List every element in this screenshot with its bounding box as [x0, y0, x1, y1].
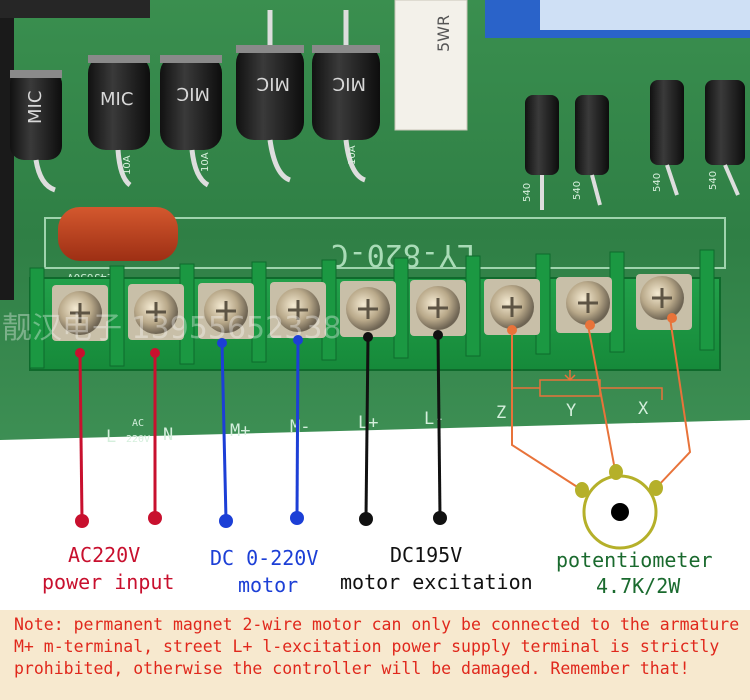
- film-capacitor: [58, 207, 178, 261]
- wire-dc: [220, 339, 300, 521]
- diode-rating-small-4: 540: [708, 171, 719, 190]
- dot-dc-Mplus: [219, 514, 233, 528]
- terminal-Mminus: M-: [290, 417, 310, 437]
- dot-dc-Mplus-top: [217, 338, 227, 348]
- dot-exc-Lminus: [433, 511, 447, 525]
- label-dc-volt: DC 0-220V: [210, 546, 319, 570]
- pot-pin-mid: [609, 464, 623, 480]
- dot-exc-Lplus: [359, 512, 373, 526]
- wire-ac: [78, 352, 157, 521]
- dot-ac-L: [75, 514, 89, 528]
- dot-pot-Y: [585, 320, 595, 330]
- terminal-N: N: [163, 425, 173, 445]
- watermark: 靓汉电子 13955652338: [2, 311, 342, 346]
- diode-rating-2: 10A: [200, 152, 211, 172]
- dot-dc-Mminus-top: [293, 335, 303, 345]
- label-pot-rating: 4.7K/2W: [596, 574, 681, 598]
- warning-note: Note: permanent magnet 2-wire motor can …: [0, 610, 750, 700]
- diode-marking-4: MIC: [257, 73, 290, 94]
- diode-marking-3: MIC: [177, 83, 210, 104]
- terminal-AC: AC: [132, 418, 144, 429]
- terminal-L: L: [106, 427, 116, 447]
- label-pot-title: potentiometer: [556, 548, 713, 572]
- board-edge: [0, 420, 750, 470]
- heatsink-top: [0, 0, 150, 18]
- dot-ac-L-top: [75, 348, 85, 358]
- label-exc-desc: motor excitation: [340, 570, 533, 594]
- dot-exc-Lplus-top: [363, 332, 373, 342]
- diodes-large: [10, 10, 380, 193]
- diodes-small: [525, 80, 745, 210]
- terminal-screws: [52, 274, 692, 341]
- cement-resistor: [394, 0, 468, 131]
- diode-marking-2: MIC: [100, 89, 133, 110]
- wire-pot: [511, 317, 692, 491]
- dot-ac-N-top: [150, 348, 160, 358]
- label-dc-desc: motor: [238, 573, 299, 597]
- label-ac-desc: power input: [42, 570, 175, 594]
- warning-note-text: Note: permanent magnet 2-wire motor can …: [14, 615, 750, 678]
- silkscreen-outline: [44, 217, 726, 269]
- dot-ac-N: [148, 511, 162, 525]
- label-ac-volt: AC220V: [68, 543, 141, 567]
- diode-marking-1: MIC: [25, 91, 46, 124]
- diode-rating-3: 10A: [347, 145, 358, 165]
- terminal-Z: Z: [496, 403, 506, 423]
- pcb-illustration: MIC MIC MIC MIC MIC 10A 10A 10A 5WR 540 …: [0, 0, 750, 470]
- resistor-marking: 5WR: [434, 15, 453, 52]
- pot-pin-right: [649, 480, 663, 496]
- diode-rating-small-1: 540: [522, 183, 533, 202]
- pot-pin-left: [575, 482, 589, 498]
- terminal-Mplus: M+: [230, 421, 250, 441]
- dot-exc-Lminus-top: [433, 330, 443, 340]
- wire-exc: [364, 334, 442, 519]
- pcb-photo: MIC MIC MIC MIC MIC 10A 10A 10A 5WR 540 …: [0, 0, 750, 470]
- terminal-Y: Y: [566, 401, 576, 421]
- terminal-X: X: [638, 399, 649, 419]
- diode-marking-5: MIC: [333, 73, 366, 94]
- dot-dc-Mminus: [290, 511, 304, 525]
- wiring-overlay: [75, 313, 692, 550]
- label-exc-volt: DC195V: [390, 543, 463, 567]
- diode-rating-1: 10A: [122, 155, 133, 175]
- potentiometer-shaft: [611, 503, 629, 521]
- dot-pot-X: [667, 313, 677, 323]
- diode-rating-small-2: 540: [572, 181, 583, 200]
- diode-rating-small-3: 540: [652, 173, 663, 192]
- terminal-220V: 220V: [126, 434, 150, 445]
- dot-pot-Z: [507, 325, 517, 335]
